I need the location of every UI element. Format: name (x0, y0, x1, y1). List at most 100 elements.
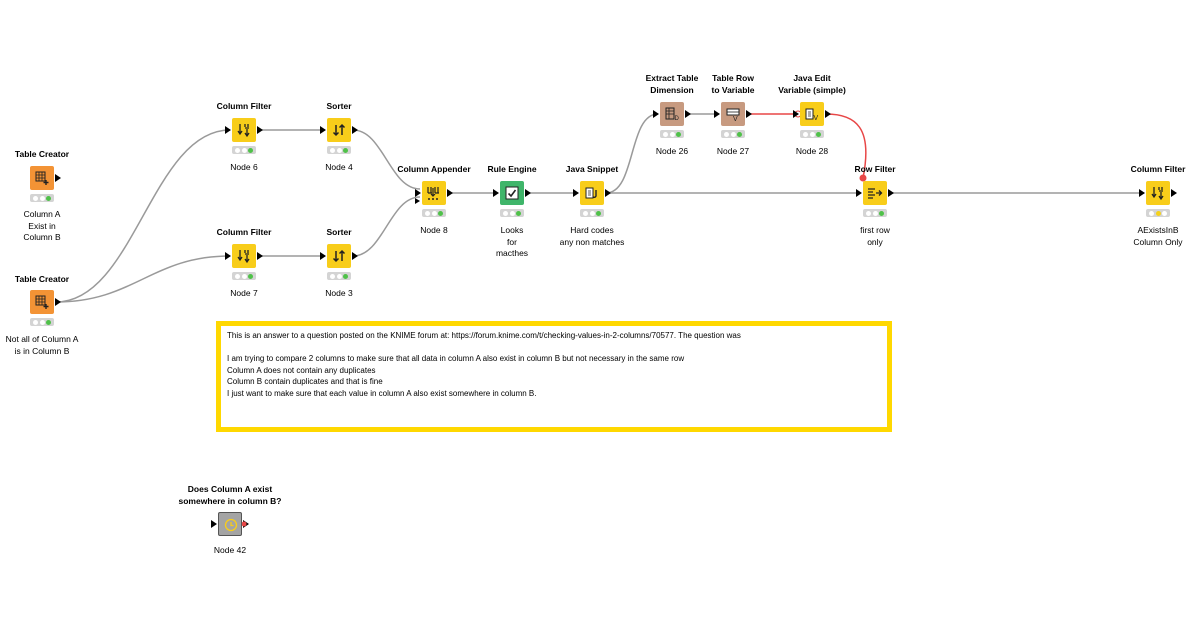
output-port-icon[interactable] (257, 252, 263, 260)
node-title: Extract Table Dimension (645, 73, 699, 95)
input-port-icon[interactable] (225, 126, 231, 134)
node-label[interactable]: Hard codes any non matches (559, 225, 625, 247)
output-port-icon[interactable] (525, 189, 531, 197)
output-port-icon[interactable] (825, 110, 831, 118)
node-status-indicator (232, 146, 256, 154)
node-status-indicator (660, 130, 684, 138)
node-title: Does Column A exist somewhere in column … (178, 484, 282, 506)
output-port-icon[interactable] (55, 298, 61, 306)
input-port-icon[interactable] (415, 189, 421, 197)
node-trv[interactable]: V (721, 102, 745, 126)
node-tc1[interactable] (30, 166, 54, 190)
node-status-indicator (232, 272, 256, 280)
node-title: Column Filter (1130, 164, 1186, 174)
node-label[interactable]: Node 4 (325, 162, 353, 172)
output-port-icon[interactable] (746, 110, 752, 118)
input-port-icon[interactable] (573, 189, 579, 197)
node-re[interactable] (500, 181, 524, 205)
connection-line[interactable] (352, 129, 421, 190)
output-port-icon[interactable] (352, 126, 358, 134)
node-label[interactable]: Node 7 (230, 288, 258, 298)
connection-line[interactable] (55, 129, 231, 303)
node-label[interactable]: Node 26 (655, 146, 689, 156)
input-port-icon[interactable] (856, 189, 862, 197)
node-label[interactable]: Looks for macthes (495, 225, 529, 258)
variable-connection-line[interactable] (825, 113, 867, 179)
input-port-icon[interactable] (415, 198, 420, 204)
output-port-icon[interactable] (447, 189, 453, 197)
node-title: Column Filter (216, 101, 272, 111)
connection-line[interactable] (605, 113, 659, 194)
input-port-icon[interactable] (493, 189, 499, 197)
annotation-line: I just want to make sure that each value… (227, 388, 537, 398)
node-title: Rule Engine (487, 164, 537, 174)
node-title: Table Creator (14, 149, 70, 159)
input-port-icon[interactable] (1139, 189, 1145, 197)
node-title: Java Snippet (565, 164, 619, 174)
output-port-icon[interactable] (888, 189, 894, 197)
input-port-icon[interactable] (211, 520, 217, 528)
input-port-icon[interactable] (320, 252, 326, 260)
annotation-line: Column A does not contain any duplicates (227, 365, 376, 375)
node-jev[interactable]: V (800, 102, 824, 126)
node-status-indicator (580, 209, 604, 217)
node-status-indicator (1146, 209, 1170, 217)
node-ca8[interactable] (422, 181, 446, 205)
node-status-indicator (422, 209, 446, 217)
input-port-icon[interactable] (714, 110, 720, 118)
node-s3[interactable] (327, 244, 351, 268)
node-status-indicator (500, 209, 524, 217)
node-title: Column Filter (216, 227, 272, 237)
output-port-icon[interactable] (605, 189, 611, 197)
annotation-line: Column B contain duplicates and that is … (227, 377, 383, 386)
node-status-indicator (863, 209, 887, 217)
node-label[interactable]: Node 27 (716, 146, 750, 156)
input-port-icon[interactable] (225, 252, 231, 260)
annotation-line: This is an answer to a question posted o… (227, 331, 741, 340)
node-cfo[interactable] (1146, 181, 1170, 205)
node-status-indicator (30, 194, 54, 202)
node-etd[interactable]: D (660, 102, 684, 126)
svg-text:D: D (675, 116, 680, 122)
node-cf6[interactable] (232, 118, 256, 142)
node-comp[interactable] (218, 512, 242, 536)
input-port-icon[interactable] (653, 110, 659, 118)
input-port-icon[interactable] (320, 126, 326, 134)
node-label[interactable]: Node 28 (795, 146, 829, 156)
workflow-annotation[interactable]: This is an answer to a question posted o… (216, 321, 892, 432)
node-status-indicator (800, 130, 824, 138)
node-label[interactable]: Node 6 (230, 162, 258, 172)
node-label[interactable]: AExistsInB Column Only (1133, 225, 1183, 247)
annotation-spacer (227, 342, 881, 354)
node-title: Table Creator (14, 274, 70, 284)
connection-line[interactable] (55, 255, 231, 303)
connection-line[interactable] (352, 196, 421, 257)
node-status-indicator (30, 318, 54, 326)
output-port-icon[interactable] (685, 110, 691, 118)
node-label[interactable]: Not all of Column A is in Column B (5, 334, 79, 356)
node-title: Table Row to Variable (711, 73, 755, 95)
node-s4[interactable] (327, 118, 351, 142)
node-title: Sorter (326, 101, 352, 111)
node-label[interactable]: Node 3 (325, 288, 353, 298)
node-label[interactable]: Node 8 (420, 225, 448, 235)
node-tc2[interactable] (30, 290, 54, 314)
node-label[interactable]: first row only (860, 225, 890, 247)
node-cf7[interactable] (232, 244, 256, 268)
node-js[interactable] (580, 181, 604, 205)
output-port-icon[interactable] (1171, 189, 1177, 197)
output-port-icon[interactable] (352, 252, 358, 260)
annotation-line: I am trying to compare 2 columns to make… (227, 354, 685, 363)
svg-text:V: V (733, 116, 738, 122)
node-label[interactable]: Column A Exist in Column B (23, 209, 61, 242)
variable-port-icon[interactable] (241, 521, 247, 527)
input-port-icon[interactable] (793, 110, 799, 118)
node-rf[interactable] (863, 181, 887, 205)
output-port-icon[interactable] (257, 126, 263, 134)
node-status-indicator (721, 130, 745, 138)
svg-text:V: V (814, 115, 819, 122)
node-label[interactable]: Node 42 (213, 545, 247, 555)
node-title: Java Edit Variable (simple) (778, 73, 846, 95)
output-port-icon[interactable] (55, 174, 61, 182)
